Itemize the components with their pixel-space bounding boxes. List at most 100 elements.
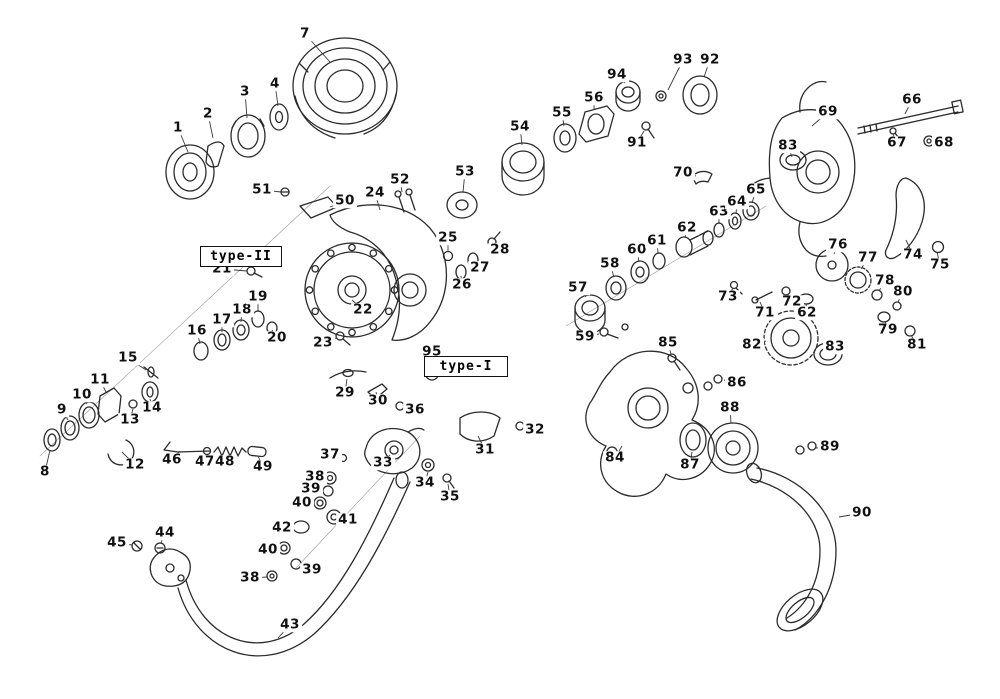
part-label-44: 44 [153, 524, 177, 541]
part-label-56: 56 [582, 89, 606, 106]
drive-flange-shape [304, 242, 400, 338]
part-label-83: 83 [823, 338, 847, 355]
rotor-nut-shapes [615, 75, 718, 139]
part-label-46: 46 [160, 451, 184, 468]
part-label-83: 83 [776, 137, 800, 154]
part-label-82: 82 [740, 336, 764, 353]
part-label-59: 59 [573, 328, 597, 345]
part-label-77: 77 [856, 249, 880, 266]
part-label-20: 20 [265, 329, 289, 346]
part-label-64: 64 [725, 193, 749, 210]
part-label-88: 88 [718, 399, 742, 416]
part-label-4: 4 [268, 75, 282, 92]
part-label-74: 74 [901, 246, 925, 263]
part-label-31: 31 [473, 441, 497, 458]
part-label-33: 33 [371, 454, 395, 471]
part-label-29: 29 [333, 384, 357, 401]
part-label-54: 54 [508, 118, 532, 135]
part-label-53: 53 [453, 163, 477, 180]
part-label-66: 66 [900, 91, 924, 108]
body-shape [747, 80, 856, 258]
part-label-93: 93 [671, 51, 695, 68]
part-label-92: 92 [698, 51, 722, 68]
type-label-box-1: type-II [200, 246, 282, 267]
drive-handle-shapes [667, 353, 837, 632]
part-label-70: 70 [671, 164, 695, 181]
part-label-67: 67 [885, 134, 909, 151]
part-label-14: 14 [140, 399, 164, 416]
part-label-43: 43 [278, 616, 302, 633]
part-label-24: 24 [363, 184, 387, 201]
part-label-32: 32 [523, 421, 547, 438]
part-label-10: 10 [70, 386, 94, 403]
part-label-76: 76 [826, 236, 850, 253]
part-label-37: 37 [318, 446, 342, 463]
part-label-34: 34 [413, 474, 437, 491]
part-label-39: 39 [300, 561, 324, 578]
part-label-50: 50 [333, 192, 357, 209]
part-label-18: 18 [230, 301, 254, 318]
part-label-69: 69 [816, 103, 840, 120]
rotor-cup-shape [329, 204, 448, 341]
part-label-57: 57 [566, 279, 590, 296]
part-label-68: 68 [932, 134, 956, 151]
part-label-86: 86 [725, 374, 749, 391]
type-label-box-2: type-I [424, 356, 508, 377]
part-label-81: 81 [905, 336, 929, 353]
part-label-19: 19 [246, 288, 270, 305]
part-label-48: 48 [213, 453, 237, 470]
part-label-11: 11 [88, 371, 112, 388]
part-label-22: 22 [351, 301, 375, 318]
clip-shapes [280, 187, 416, 219]
part-label-27: 27 [468, 259, 492, 276]
part-label-3: 3 [238, 83, 252, 100]
part-label-7: 7 [298, 25, 312, 42]
part-label-73: 73 [716, 288, 740, 305]
bail-wire-shape [149, 471, 411, 657]
part-label-40: 40 [256, 541, 280, 558]
part-label-49: 49 [251, 458, 275, 475]
part-label-35: 35 [438, 488, 462, 505]
part-label-91: 91 [625, 134, 649, 151]
part-label-42: 42 [270, 519, 294, 536]
part-label-40: 40 [290, 494, 314, 511]
part-label-55: 55 [550, 104, 574, 121]
part-label-28: 28 [488, 241, 512, 258]
bail-lever-shapes [364, 411, 530, 489]
handle-bar-shape [857, 99, 964, 147]
part-label-62: 62 [795, 304, 819, 321]
part-label-1: 1 [171, 119, 185, 136]
part-label-30: 30 [366, 392, 390, 409]
part-label-16: 16 [185, 322, 209, 339]
part-label-58: 58 [598, 255, 622, 272]
part-label-51: 51 [250, 181, 274, 198]
part-label-15: 15 [116, 349, 140, 366]
part-label-90: 90 [850, 504, 874, 521]
part-label-41: 41 [336, 511, 360, 528]
part-label-13: 13 [118, 411, 142, 428]
part-label-65: 65 [744, 181, 768, 198]
part-label-79: 79 [876, 321, 900, 338]
part-label-12: 12 [123, 456, 147, 473]
part-label-71: 71 [753, 304, 777, 321]
spool-shape [292, 37, 398, 139]
left-washer-chain [43, 366, 159, 466]
spacer-shapes [446, 105, 615, 219]
part-label-36: 36 [403, 401, 427, 418]
part-label-52: 52 [388, 171, 412, 188]
part-label-75: 75 [928, 256, 952, 273]
part-label-62: 62 [675, 219, 699, 236]
part-label-45: 45 [105, 534, 129, 551]
part-label-84: 84 [603, 449, 627, 466]
part-label-25: 25 [436, 229, 460, 246]
part-label-61: 61 [645, 232, 669, 249]
part-label-89: 89 [818, 438, 842, 455]
part-label-8: 8 [38, 463, 52, 480]
part-label-87: 87 [678, 456, 702, 473]
part-label-38: 38 [238, 569, 262, 586]
part-label-85: 85 [656, 334, 680, 351]
part-label-80: 80 [891, 283, 915, 300]
part-label-26: 26 [450, 276, 474, 293]
